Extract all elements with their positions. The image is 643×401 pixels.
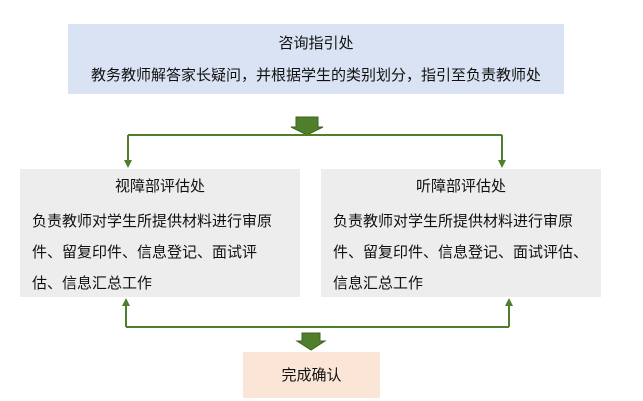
left-drop-arrowhead xyxy=(124,160,132,168)
completion-label: 完成确认 xyxy=(281,366,342,384)
down-arrow-top xyxy=(290,116,324,136)
hearing-impairment-line-3: 信息汇总工作 xyxy=(333,274,424,292)
hearing-impairment-title: 听障部评估处 xyxy=(415,177,506,195)
down-arrow-final xyxy=(295,332,327,351)
right-drop-arrowhead xyxy=(498,160,506,168)
consultation-box: 咨询指引处 教务教师解答家长疑问，并根据学生的类别划分，指引至负责教师处 xyxy=(68,24,564,94)
consultation-title: 咨询指引处 xyxy=(278,34,354,52)
visual-impairment-line-1: 负责教师对学生所提供材料进行审原 xyxy=(32,212,273,230)
visual-impairment-box: 视障部评估处 负责教师对学生所提供材料进行审原 件、留复印件、信息登记、面试评 … xyxy=(20,169,300,297)
hearing-impairment-line-2: 件、留复印件、信息登记、面试评估、 xyxy=(333,243,589,261)
completion-box: 完成确认 xyxy=(243,352,380,398)
hearing-impairment-line-1: 负责教师对学生所提供材料进行审原 xyxy=(333,212,574,230)
right-up-arrowhead xyxy=(505,298,513,306)
hearing-impairment-box: 听障部评估处 负责教师对学生所提供材料进行审原 件、留复印件、信息登记、面试评估… xyxy=(321,169,601,297)
visual-impairment-line-3: 估、信息汇总工作 xyxy=(32,274,153,292)
left-up-arrowhead xyxy=(122,298,130,306)
visual-impairment-line-2: 件、留复印件、信息登记、面试评 xyxy=(32,243,258,261)
visual-impairment-title: 视障部评估处 xyxy=(114,177,205,195)
consultation-description: 教务教师解答家长疑问，并根据学生的类别划分，指引至负责教师处 xyxy=(90,66,541,84)
